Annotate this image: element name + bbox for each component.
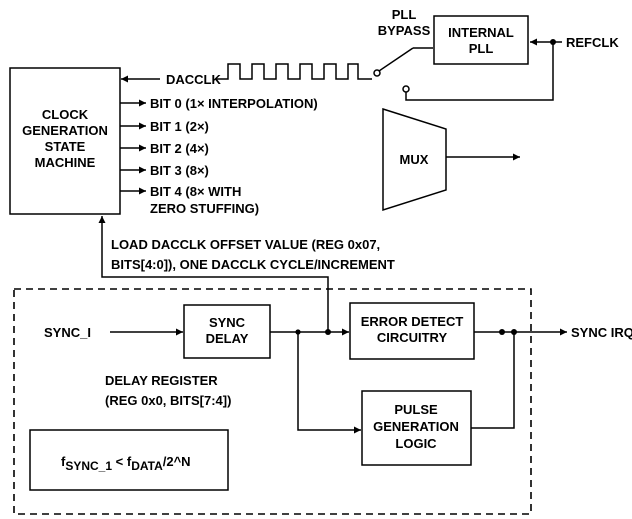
sync-subsystem-boundary [13,288,532,515]
bit4-label-cont: ZERO STUFFING) [150,201,259,216]
bit2-label: BIT 2 (4×) [150,141,209,156]
mux-label: MUX [400,152,429,167]
sync-delay-label-1: SYNC [209,315,246,330]
sync-frequency-formula-box [29,429,229,491]
error-detect-label-1: ERROR DETECT [361,314,464,329]
clock-generation-state-machine-box [9,67,121,215]
internal-pll-box [433,15,529,65]
sync-delay-label-2: DELAY [206,331,249,346]
bit1-label: BIT 1 (2×) [150,119,209,134]
mux-block [382,107,447,212]
bit4-label: BIT 4 (8× WITH [150,184,241,199]
error-detect-box [349,302,475,360]
bit0-label: BIT 0 (1× INTERPOLATION) [150,96,318,111]
sync-input-label: SYNC_I [44,325,91,340]
clock-gen-label-4: MACHINE [35,155,96,170]
delay-register-label-2: (REG 0x0, BITS[7:4]) [105,393,231,408]
delay-register-label-1: DELAY REGISTER [105,373,218,388]
pulse-gen-label-3: LOGIC [395,436,437,451]
dacclk-label: DACCLK [166,72,221,87]
refclk-label: REFCLK [566,35,619,50]
load-offset-label-1: LOAD DACCLK OFFSET VALUE (REG 0x07, [111,237,380,252]
switch-common-contact [373,69,381,77]
load-offset-feedback-line [98,216,329,332]
sync-delay-junction [325,329,331,335]
dacclk-waveform [216,63,372,80]
sync-delay-box [183,304,271,359]
clock-gen-label-1: CLOCK [42,107,89,122]
error-detect-label-2: CIRCUITRY [377,330,448,345]
pll-bypass-switch [378,47,414,72]
internal-pll-label-1: INTERNAL [448,25,514,40]
switch-bypass-contact [402,85,410,93]
load-offset-label-2: BITS[4:0]), ONE DACCLK CYCLE/INCREMENT [111,257,395,272]
bit3-label: BIT 3 (8×) [150,163,209,178]
pll-bypass-path [405,42,554,101]
error-output-junction [499,329,505,335]
sync-irq-label: SYNC IRQ [571,325,632,340]
pll-bypass-label-2: BYPASS [378,23,431,38]
pll-bypass-label-1: PLL [392,7,417,22]
internal-pll-label-2: PLL [469,41,494,56]
pulse-gen-output-line [471,332,515,429]
pulse-gen-label-1: PULSE [394,402,438,417]
sync-frequency-formula: fSYNC_1 < fDATA/2^N [61,454,191,473]
pulse-gen-input-arrow [297,332,361,434]
pulse-gen-label-2: GENERATION [373,419,459,434]
clock-gen-label-2: GENERATION [22,123,108,138]
clock-gen-label-3: STATE [45,139,86,154]
